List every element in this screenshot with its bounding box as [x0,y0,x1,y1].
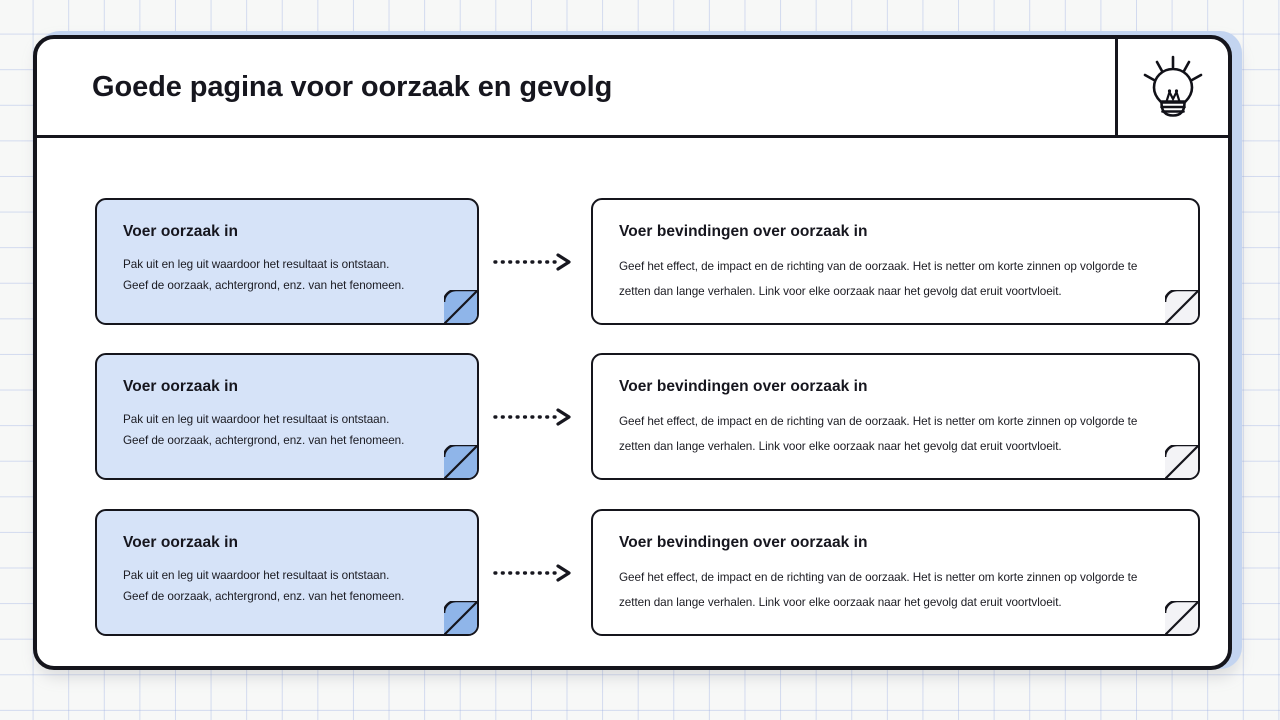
cause-card-line-2: Geef de oorzaak, achtergrond, enz. van h… [123,434,405,447]
cause-card-line-1: Pak uit en leg uit waardoor het resultaa… [123,413,390,426]
page-title-container: Goede pagina voor oorzaak en gevolg [37,39,1115,135]
cause-card-line-1: Pak uit en leg uit waardoor het resultaa… [123,258,390,271]
header-icon-cell [1115,39,1228,135]
cause-card-line-2: Geef de oorzaak, achtergrond, enz. van h… [123,279,405,292]
cause-card-title: Voer oorzaak in [123,223,239,240]
arrow-right-icon [493,407,571,426]
arrow-right-icon [493,563,571,582]
page-title: Goede pagina voor oorzaak en gevolg [92,70,613,103]
finding-card-body: Geef het effect, de impact en de richtin… [619,260,1138,298]
finding-card-title: Voer bevindingen over oorzaak in [619,378,868,395]
cause-effect-board: Voer oorzaak in Pak uit en leg uit waard… [37,138,1228,666]
cause-card[interactable]: Voer oorzaak in Pak uit en leg uit waard… [95,509,479,636]
finding-card-title: Voer bevindingen over oorzaak in [619,534,868,551]
cause-to-finding-connector [479,407,591,427]
finding-card-body: Geef het effect, de impact en de richtin… [619,571,1138,609]
cause-card[interactable]: Voer oorzaak in Pak uit en leg uit waard… [95,198,479,325]
cause-effect-row: Voer oorzaak in Pak uit en leg uit waard… [37,198,1228,325]
cause-card-line-1: Pak uit en leg uit waardoor het resultaa… [123,569,390,582]
cause-card[interactable]: Voer oorzaak in Pak uit en leg uit waard… [95,353,479,480]
finding-card[interactable]: Voer bevindingen over oorzaak in Geef he… [591,509,1200,636]
cause-effect-row: Voer oorzaak in Pak uit en leg uit waard… [37,353,1228,480]
finding-card-title: Voer bevindingen over oorzaak in [619,223,868,240]
cause-effect-row: Voer oorzaak in Pak uit en leg uit waard… [37,509,1228,636]
finding-card[interactable]: Voer bevindingen over oorzaak in Geef he… [591,198,1200,325]
cause-to-finding-connector [479,252,591,272]
slide: Goede pagina voor oorzaak en gevolg [33,35,1232,670]
finding-card[interactable]: Voer bevindingen over oorzaak in Geef he… [591,353,1200,480]
arrow-right-icon [493,252,571,271]
cause-card-title: Voer oorzaak in [123,378,239,395]
cause-card-line-2: Geef de oorzaak, achtergrond, enz. van h… [123,590,405,603]
cause-to-finding-connector [479,563,591,583]
finding-card-body: Geef het effect, de impact en de richtin… [619,415,1138,453]
cause-card-title: Voer oorzaak in [123,534,239,551]
lightbulb-icon [1142,54,1204,120]
slide-header: Goede pagina voor oorzaak en gevolg [37,39,1228,138]
